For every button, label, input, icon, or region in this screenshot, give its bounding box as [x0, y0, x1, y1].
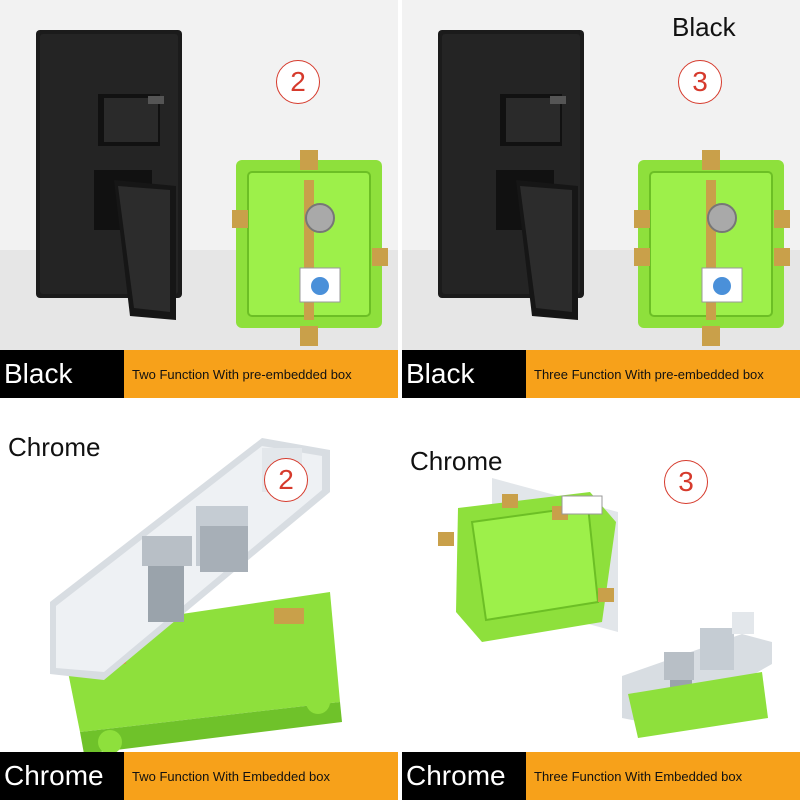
finish-label: Chrome: [402, 752, 526, 800]
description-label: Three Function With Embedded box: [526, 752, 800, 800]
description-label: Two Function With pre-embedded box: [124, 350, 398, 398]
black-valve-scene: [0, 0, 398, 398]
panel-black-three-function: Black 3 Black Three Function With pre-em…: [402, 0, 800, 398]
finish-title: Chrome: [8, 432, 101, 462]
function-count-badge: 2: [264, 458, 308, 502]
caption-bar: Chrome Two Function With Embedded box: [0, 752, 398, 800]
function-count-badge: 2: [276, 60, 320, 104]
chrome-valve-scene: [0, 402, 398, 800]
function-count-badge: 3: [678, 60, 722, 104]
panel-chrome-two-function: Chrome 2 Chrome Two Function With Embedd…: [0, 402, 398, 800]
caption-bar: Black Three Function With pre-embedded b…: [402, 350, 800, 398]
finish-title: Black: [672, 12, 736, 42]
caption-bar: Black Two Function With pre-embedded box: [0, 350, 398, 398]
panel-black-two-function: 2 Black Two Function With pre-embedded b…: [0, 0, 398, 398]
black-valve-scene: [402, 0, 800, 398]
panel-chrome-three-function: Chrome 3 Chrome Three Function With Embe…: [402, 402, 800, 800]
chrome-valve-scene: [402, 402, 800, 800]
description-label: Two Function With Embedded box: [124, 752, 398, 800]
caption-bar: Chrome Three Function With Embedded box: [402, 752, 800, 800]
finish-label: Chrome: [0, 752, 124, 800]
panel-divider-horizontal: [0, 398, 800, 402]
function-count-badge: 3: [664, 460, 708, 504]
finish-label: Black: [402, 350, 526, 398]
finish-title: Chrome: [410, 446, 503, 476]
finish-label: Black: [0, 350, 124, 398]
description-label: Three Function With pre-embedded box: [526, 350, 800, 398]
